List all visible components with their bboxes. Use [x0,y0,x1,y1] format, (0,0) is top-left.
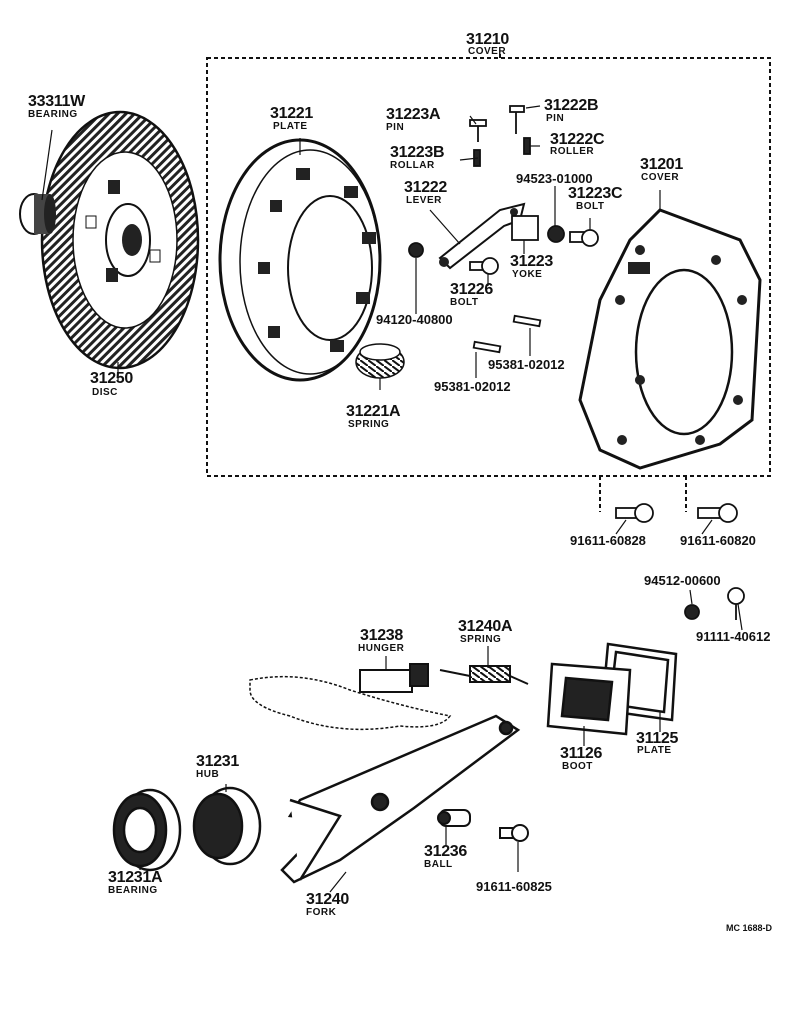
label-31222-number: 31222 [404,179,447,196]
clutch-disc-drawing [40,110,200,370]
pressure-spring-drawing [355,343,405,379]
label-31223-name: YOKE [512,269,543,280]
label-31223a-number: 31223A [386,106,441,123]
label-94512-number: 94512-00600 [644,573,721,588]
label-31201-number: 31201 [640,156,683,173]
hunger-and-spring-drawing [359,663,529,693]
label-31222-name: LEVER [406,195,442,206]
clutch-cover-housing-drawing [578,208,762,470]
hub-and-bearing-drawing [112,786,262,872]
label-31222b-number: 31222B [544,97,599,114]
ball-and-bolt-drawing [437,809,529,842]
label-31221a-number: 31221A [346,403,401,420]
label-31240a-number: 31240A [458,618,513,635]
cover-bolts-drawing [615,503,738,523]
label-94120-number: 94120-40800 [376,312,453,327]
label-91111-number: 91111-40612 [696,629,771,644]
label-31240-name: FORK [306,907,337,918]
label-31201-name: COVER [641,172,680,183]
label-91611-60825-number: 91611-60825 [476,879,552,894]
label-31238-name: HUNGER [358,643,405,654]
label-31223a-name: PIN [386,122,405,133]
label-31240-number: 31240 [306,891,349,908]
label-31250-number: 31250 [90,370,133,387]
cover-group-outline [206,54,771,512]
label-95381-b-number: 95381-02012 [434,379,511,394]
label-31222c-number: 31222C [550,131,605,148]
label-31223c-number: 31223C [568,185,623,202]
label-31210-number: 31210 [466,31,509,48]
label-31231-number: 31231 [196,753,239,770]
label-31238-number: 31238 [360,627,403,644]
label-31221a-name: SPRING [348,419,390,430]
label-31236-number: 31236 [424,843,467,860]
label-31221-name: PLATE [273,121,308,132]
label-31125-number: 31125 [636,730,679,747]
pilot-bearing-drawing [19,193,56,235]
boot-and-plate-drawing [546,642,678,736]
gasket-outline-drawing [249,675,452,731]
label-31125-name: PLATE [637,745,672,756]
label-31231a-name: BEARING [108,885,158,896]
leader-lines [41,105,743,893]
nut-bolt-drawing [684,587,745,620]
label-91611-60820-number: 91611-60820 [680,533,756,548]
label-31222c-name: ROLLER [550,146,595,157]
label-31231a-number: 31231A [108,869,163,886]
label-31231-name: HUB [196,769,220,780]
pressure-plate-drawing [218,138,382,382]
label-31223b-number: 31223B [390,144,445,161]
label-31210-name: COVER [468,46,507,57]
label-31223b-name: ROLLAR [390,160,435,171]
label-94523-number: 94523-01000 [516,171,593,186]
label-31250-name: DISC [92,387,118,398]
label-31222b-name: PIN [546,113,565,124]
label-31221-number: 31221 [270,105,313,122]
label-31223-number: 31223 [510,253,553,270]
label-31226-name: BOLT [450,297,479,308]
label-33311w-number: 33311W [28,93,85,110]
label-95381-a-number: 95381-02012 [488,357,565,372]
label-31240a-name: SPRING [460,634,502,645]
label-33311w-name: BEARING [28,109,78,120]
label-31126-number: 31126 [560,745,603,762]
release-fork-drawing [280,714,521,884]
label-31126-name: BOOT [562,761,593,772]
label-31226-number: 31226 [450,281,493,298]
drawing-code: MC 1688-D [726,923,773,933]
label-91611-60828-number: 91611-60828 [570,533,646,548]
label-31236-name: BALL [424,859,453,870]
label-31223c-name: BOLT [576,201,605,212]
